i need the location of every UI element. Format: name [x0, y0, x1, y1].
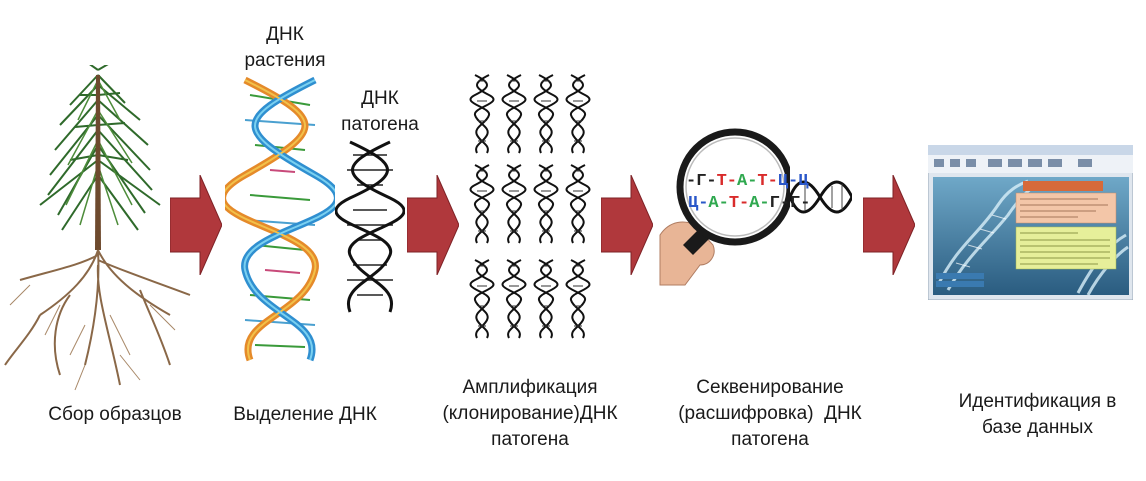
- seq-bottom-base-a: А-: [708, 194, 729, 213]
- flow-arrow-3: [601, 175, 653, 275]
- seq-top-base-t2: Т-: [757, 172, 778, 191]
- step2-caption: Выделение ДНК: [215, 402, 395, 428]
- step3-caption: Амплификация (клонирование)ДНК патогена: [430, 375, 630, 453]
- step4-caption-line3: патогена: [731, 429, 809, 450]
- plant-dna-label-line1: ДНК: [266, 24, 304, 45]
- database-screenshot-image: [928, 145, 1133, 300]
- step4-caption-line2: (расшифровка) ДНК: [678, 403, 862, 424]
- flow-arrow-1: [170, 175, 222, 275]
- step4-caption-line1: Секвенирование: [696, 377, 844, 398]
- amplified-dna-grid-image: [465, 70, 600, 345]
- seq-top-base-c: Ц-: [777, 172, 799, 191]
- seq-top-base-g: -Г-: [686, 172, 717, 191]
- seq-top-base-a: А-: [737, 172, 758, 191]
- seq-bottom-base-a2: А-: [749, 194, 770, 213]
- step4-caption: Секвенирование (расшифровка) ДНК патоген…: [670, 375, 870, 453]
- seq-bottom-base-c: Ц-: [688, 194, 709, 213]
- seq-bottom-base-g: Г-: [769, 194, 791, 213]
- step3-caption-line2: (клонирование)ДНК: [442, 403, 618, 424]
- pathogen-dna-label-line1: ДНК: [361, 88, 399, 109]
- seq-top-base-t: Т-: [716, 172, 738, 191]
- sequence-top-strand: -Г-Т-А-Т-Ц-Ц: [686, 172, 808, 192]
- sequence-bottom-strand: Ц-А-Т-А-Г-Г-: [688, 194, 810, 214]
- pathogen-dna-label: ДНК патогена: [330, 86, 430, 138]
- magnifying-glass-image: [655, 125, 790, 295]
- step3-caption-line3: патогена: [491, 429, 569, 450]
- step1-caption: Сбор образцов: [25, 402, 205, 428]
- flow-arrow-4: [863, 175, 915, 275]
- flow-arrow-2: [407, 175, 459, 275]
- seq-top-base-c2: Ц: [798, 172, 809, 191]
- step5-caption: Идентификация в базе данных: [935, 389, 1140, 441]
- seq-bottom-base-g2: Г-: [790, 194, 811, 213]
- plant-dna-helix-image: [225, 75, 335, 365]
- plant-dna-label-line2: растения: [244, 50, 326, 71]
- seq-bottom-base-t: Т-: [728, 194, 750, 213]
- step1-caption-text: Сбор образцов: [48, 404, 182, 425]
- pathogen-dna-helix-image: [335, 140, 405, 315]
- pine-seedling-image: [0, 65, 210, 395]
- step5-caption-line1: Идентификация в: [958, 391, 1117, 412]
- step5-caption-line2: базе данных: [982, 417, 1093, 438]
- plant-dna-label: ДНК растения: [230, 22, 340, 74]
- step2-caption-text: Выделение ДНК: [233, 404, 377, 425]
- pathogen-dna-label-line2: патогена: [341, 114, 419, 135]
- step3-caption-line1: Амплификация: [462, 377, 598, 398]
